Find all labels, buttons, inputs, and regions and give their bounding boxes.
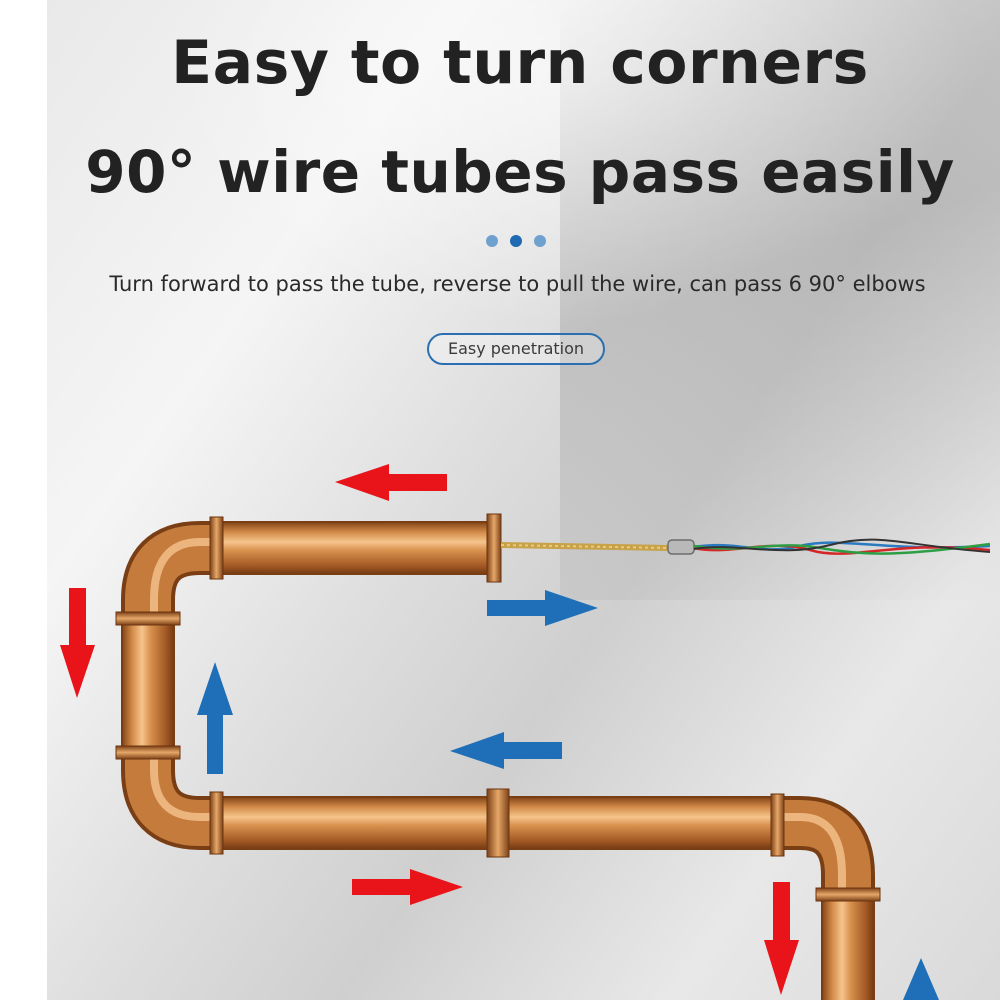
blue-arrow-right	[487, 590, 598, 626]
blue-arrow-up	[197, 662, 233, 774]
headline-line-2: 90° wire tubes pass easily	[85, 138, 955, 206]
copper-pipe-icon	[121, 521, 875, 1000]
red-arrow-icon	[60, 464, 799, 995]
blue-arrow-left	[450, 732, 562, 769]
red-arrow-down-left	[60, 588, 95, 698]
wire-cable-icon	[500, 538, 991, 555]
pipe-flanges	[115, 513, 881, 902]
carousel-dot-active[interactable]	[510, 235, 522, 247]
red-arrow-left-top	[335, 464, 447, 501]
carousel-dot[interactable]	[486, 235, 498, 247]
red-arrow-down-right	[764, 882, 799, 995]
red-arrow-right-bottom	[352, 869, 463, 905]
feature-badge: Easy penetration	[427, 333, 605, 365]
background-shadow	[560, 0, 1000, 600]
description-text: Turn forward to pass the tube, reverse t…	[109, 272, 926, 296]
carousel-dots	[486, 235, 546, 247]
carousel-dot[interactable]	[534, 235, 546, 247]
headline-line-1: Easy to turn corners	[171, 28, 869, 98]
blue-arrow-up-partial	[903, 958, 939, 1000]
blue-arrow-icon	[197, 590, 939, 1000]
